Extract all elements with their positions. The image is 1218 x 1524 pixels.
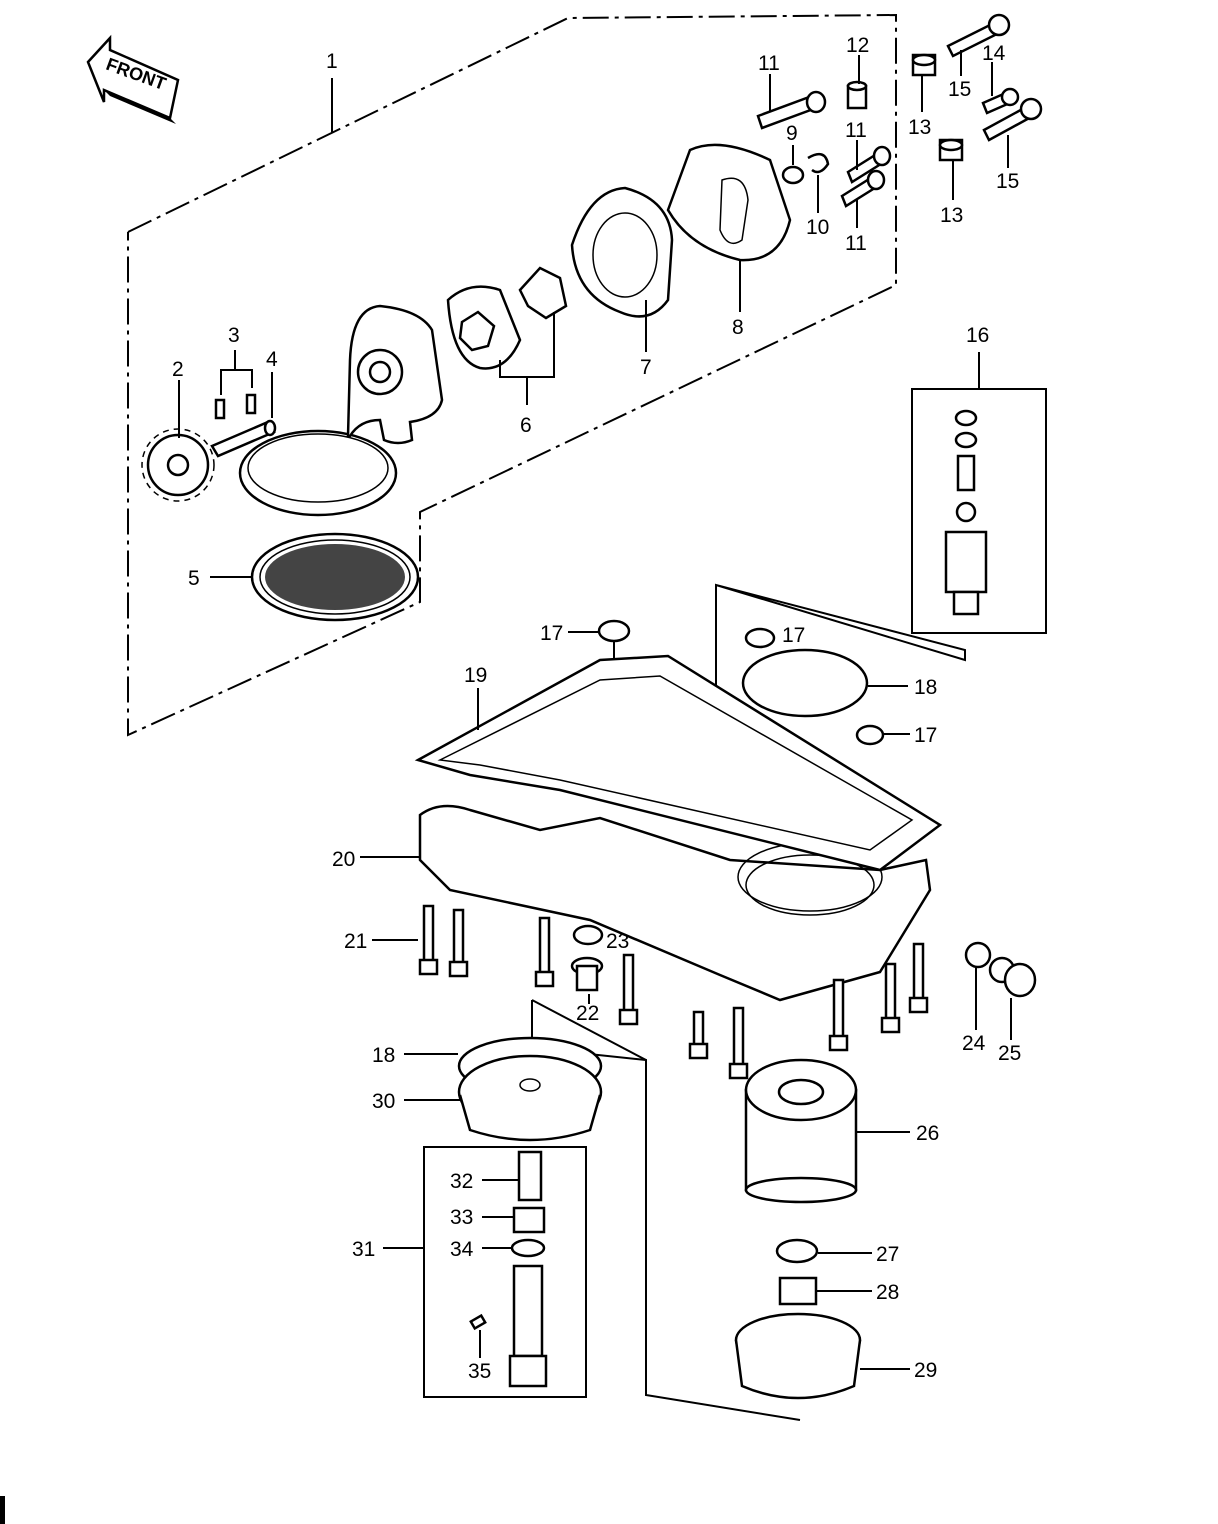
part-3-pin-a (214, 398, 226, 420)
label-14: 14 (982, 42, 1006, 65)
part-23-washer (572, 924, 604, 946)
label-17-b: 17 (782, 624, 805, 647)
part-13-collar-a (911, 53, 937, 77)
part-19-gasket (414, 654, 943, 872)
label-11-a: 11 (758, 52, 780, 75)
part-7-gasket (570, 186, 674, 318)
part-2-sprocket (141, 428, 215, 502)
part-12-collar (846, 80, 868, 110)
label-31: 31 (352, 1238, 375, 1261)
label-11-c: 11 (845, 232, 867, 255)
part-17-seal-a (597, 619, 631, 643)
part-29-cup (734, 1312, 862, 1400)
label-22: 22 (576, 1002, 599, 1025)
label-2: 2 (172, 358, 184, 381)
part-17-seal-c (855, 724, 885, 746)
part-16-relief-valve (944, 409, 988, 616)
label-21: 21 (344, 930, 367, 953)
part-5-screen (250, 532, 420, 622)
part-30-filter-base (457, 1054, 603, 1142)
part-28-spring (778, 1276, 818, 1306)
label-17-c: 17 (914, 724, 937, 747)
label-30: 30 (372, 1090, 395, 1113)
part-32-spring (517, 1150, 543, 1202)
label-6: 6 (520, 414, 532, 437)
page-edge-mark (0, 1496, 5, 1524)
part-11-bolt-b (846, 145, 892, 184)
label-35: 35 (468, 1360, 491, 1383)
label-18-bottom: 18 (372, 1044, 395, 1067)
part-33-collar (512, 1206, 546, 1234)
label-7: 7 (640, 356, 652, 379)
label-3: 3 (228, 324, 240, 347)
label-5: 5 (188, 567, 200, 590)
label-4: 4 (266, 348, 278, 371)
pump-strainer-housing (238, 304, 444, 517)
part-15-bolt-a (946, 13, 1011, 58)
part-4-shaft (210, 419, 277, 458)
part-22-plug (570, 956, 604, 992)
label-19: 19 (464, 664, 487, 687)
label-15-a: 15 (948, 78, 971, 101)
part-15-bolt-b (982, 97, 1043, 142)
label-28: 28 (876, 1281, 899, 1304)
label-9: 9 (786, 122, 798, 145)
label-17-a: 17 (540, 622, 563, 645)
part-21-bolt-group (418, 904, 929, 1080)
label-16: 16 (966, 324, 989, 347)
label-20: 20 (332, 848, 355, 871)
label-29: 29 (914, 1359, 937, 1382)
part-17-seal-b (744, 627, 776, 649)
part-14-bolt (981, 87, 1020, 115)
label-24: 24 (962, 1032, 986, 1055)
label-27: 27 (876, 1243, 899, 1266)
part-25-drain-plug (988, 956, 1037, 998)
part-27-washer (775, 1238, 819, 1264)
label-13-b: 13 (940, 204, 963, 227)
group-31-box (423, 1146, 587, 1398)
part-9-washer (781, 165, 805, 185)
label-26: 26 (916, 1122, 939, 1145)
part-35-pin (469, 1313, 487, 1331)
part-34-oring (510, 1238, 546, 1258)
callout-labels: 1 2 3 4 5 6 7 8 9 10 11 11 11 12 13 13 1… (172, 34, 1021, 1383)
part-10-clip (807, 152, 830, 174)
label-11-b: 11 (845, 119, 867, 142)
part-6-rotors (446, 266, 568, 370)
label-12: 12 (846, 34, 869, 57)
part-11-bolt-c (840, 169, 886, 208)
label-34: 34 (450, 1238, 474, 1261)
label-15-b: 15 (996, 170, 1019, 193)
label-13-a: 13 (908, 116, 931, 139)
label-1: 1 (326, 50, 338, 73)
front-arrow-badge: FRONT (86, 34, 180, 124)
part-13-collar-b (938, 138, 964, 162)
part-3-pin-b (245, 393, 257, 415)
part-11-bolt-a (756, 90, 827, 130)
label-33: 33 (450, 1206, 473, 1229)
group-1-outline (127, 13, 897, 737)
part-8-cover (666, 143, 792, 262)
label-23: 23 (606, 930, 629, 953)
label-18-top: 18 (914, 676, 937, 699)
part-24-oring (964, 941, 992, 969)
label-32: 32 (450, 1170, 473, 1193)
filter-outline (715, 583, 966, 780)
label-8: 8 (732, 316, 744, 339)
part-26-filter-element (744, 1058, 858, 1204)
label-25: 25 (998, 1042, 1021, 1065)
label-10: 10 (806, 216, 829, 239)
part-31-bypass-pipe (508, 1264, 548, 1388)
part-18-oring-top (741, 648, 869, 718)
